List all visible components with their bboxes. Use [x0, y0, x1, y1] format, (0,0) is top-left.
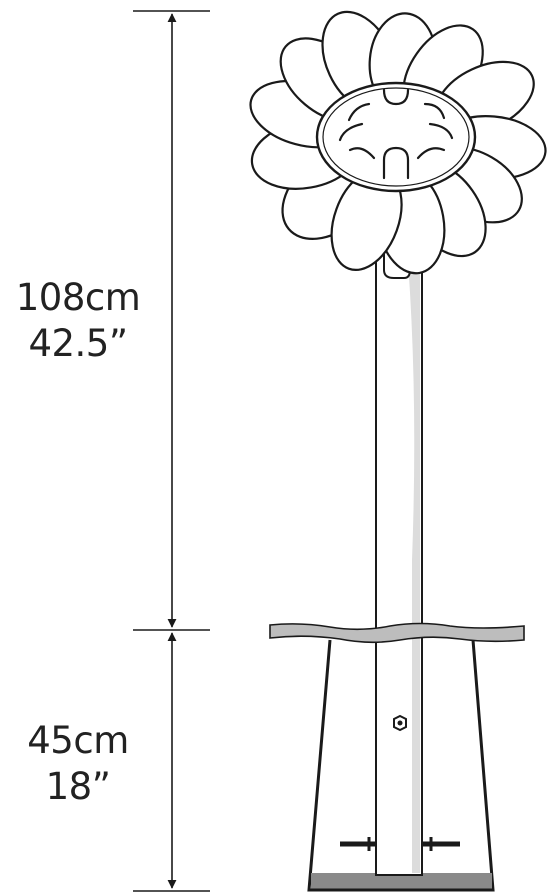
pole — [375, 249, 423, 876]
lower-dimension-label: 45cm 18” — [0, 718, 156, 810]
base-plate — [311, 873, 492, 890]
upper-dimension-label: 108cm 42.5” — [0, 275, 156, 367]
upper-imperial-value: 42.5” — [28, 322, 128, 365]
bolt-icon — [393, 714, 407, 732]
upper-metric-value: 108cm — [15, 276, 141, 319]
ground-level-band — [269, 622, 525, 644]
drum-tongues — [338, 88, 454, 180]
lower-imperial-value: 18” — [45, 765, 111, 808]
sunflower-head — [249, 10, 547, 275]
dimension-lines — [133, 10, 210, 892]
lower-metric-value: 45cm — [27, 719, 129, 762]
